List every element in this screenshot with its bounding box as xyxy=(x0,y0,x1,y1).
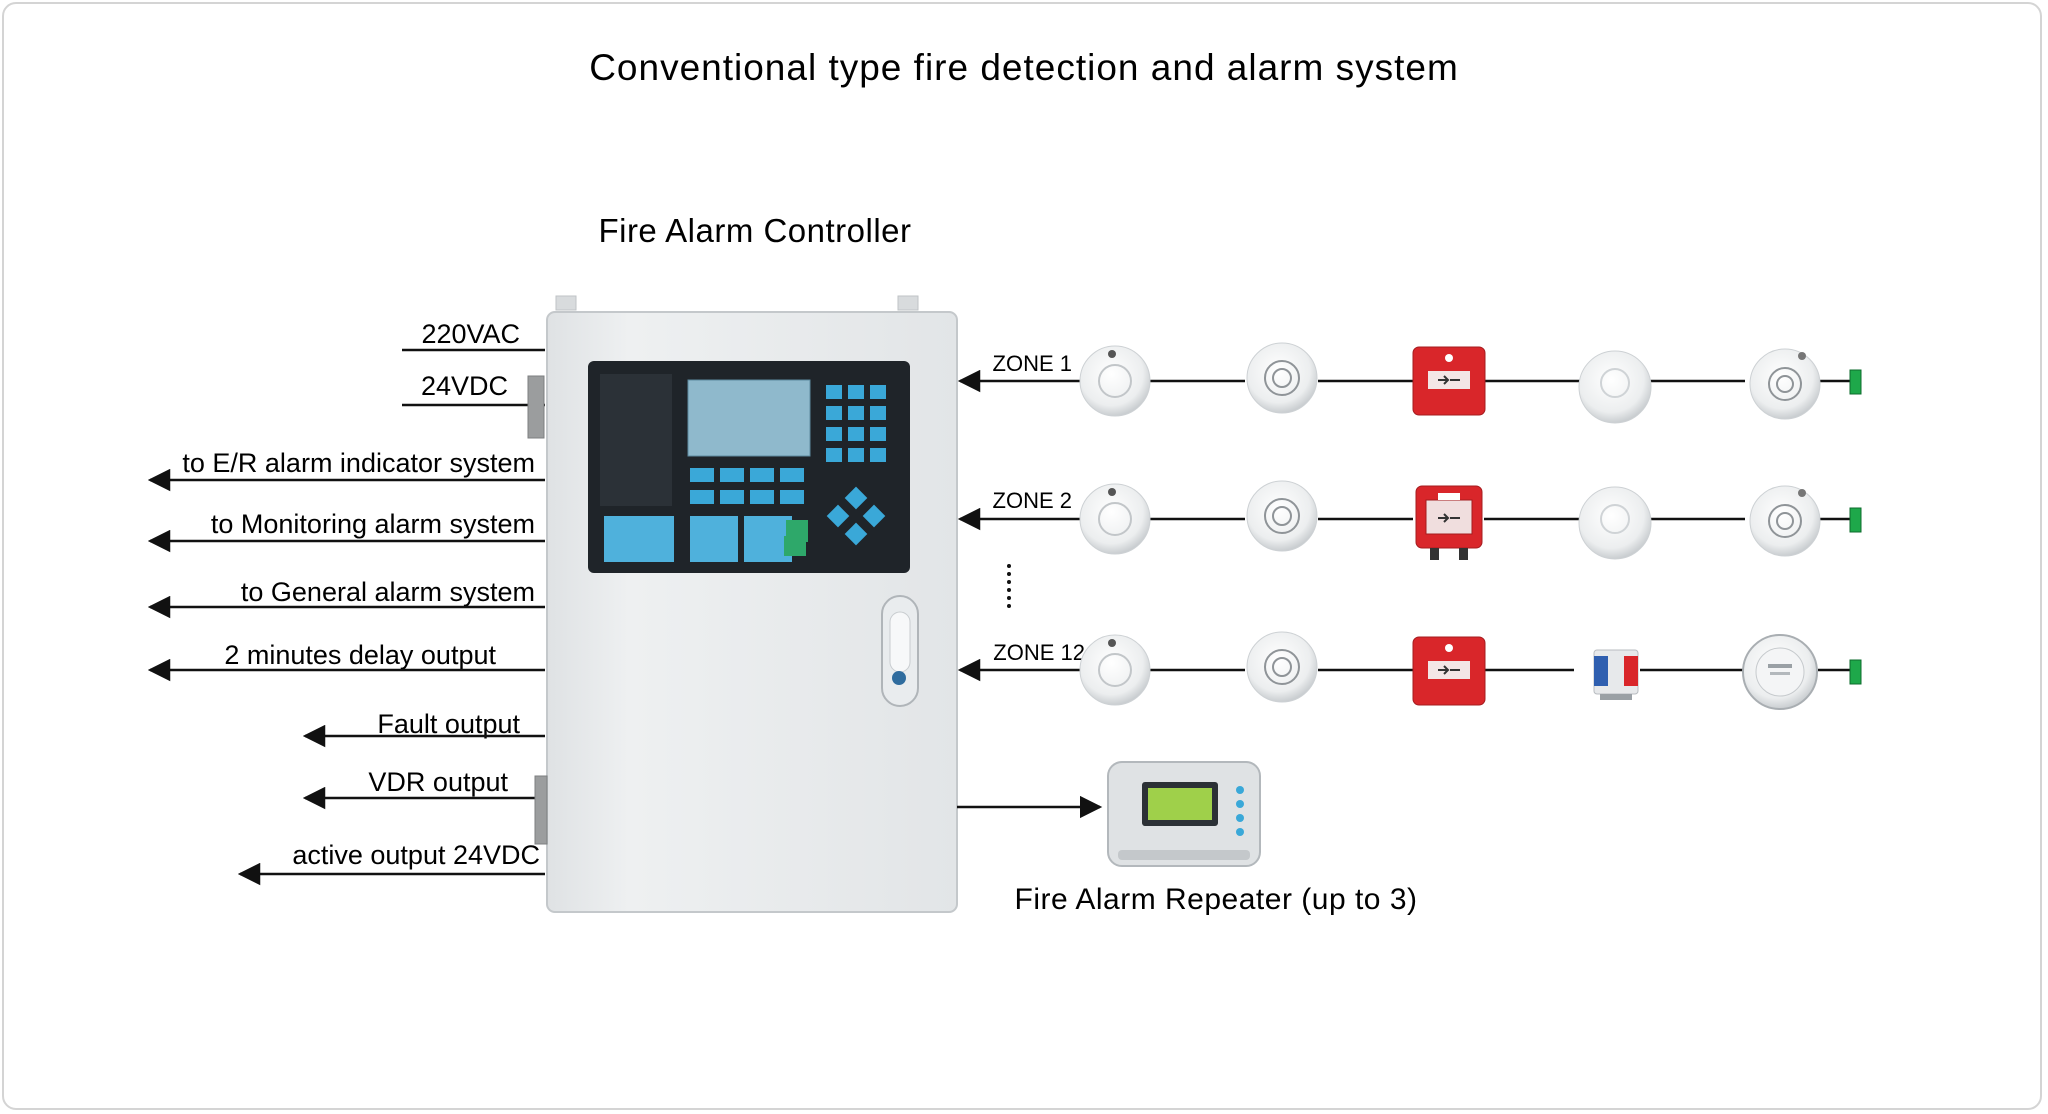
smoke-detector-icon xyxy=(1578,486,1652,560)
end-of-line-resistor-icon xyxy=(1849,369,1862,395)
smoke-detector-icon xyxy=(1079,483,1151,555)
diagram-title: Conventional type fire detection and ala… xyxy=(589,47,1459,88)
end-of-line-resistor-icon xyxy=(1849,659,1862,685)
zone-label: ZONE 1 xyxy=(993,351,1072,376)
repeater-label: Fire Alarm Repeater (up to 3) xyxy=(1015,883,1418,916)
heat-detector-icon xyxy=(1749,485,1821,557)
input-lines: 220VAC 24VDC xyxy=(402,319,545,407)
zone-indicator-column xyxy=(600,374,672,506)
output-label-er-alarm: to E/R alarm indicator system xyxy=(182,448,535,478)
heat-detector-icon xyxy=(1246,480,1318,552)
zone-label: ZONE 12 xyxy=(993,640,1085,665)
controller-keypad xyxy=(826,385,886,462)
output-label-fault: Fault output xyxy=(377,709,520,739)
zone-1: ZONE 1 xyxy=(957,342,1862,424)
input-label-220vac: 220VAC xyxy=(421,319,520,349)
terminal-block-lower xyxy=(534,775,548,845)
fire-alarm-repeater xyxy=(957,761,1261,867)
repeater-lcd-screen xyxy=(1148,788,1212,820)
end-of-line-resistor-icon xyxy=(1849,507,1862,533)
output-label-monitoring: to Monitoring alarm system xyxy=(211,509,535,539)
output-label-delay: 2 minutes delay output xyxy=(224,640,496,670)
output-label-vdr: VDR output xyxy=(368,767,508,797)
flame-detector-icon xyxy=(1742,634,1818,710)
smoke-detector-icon xyxy=(1079,345,1151,417)
output-lines: to E/R alarm indicator system to Monitor… xyxy=(147,448,545,886)
input-label-24vdc: 24VDC xyxy=(421,371,508,401)
zone-label: ZONE 2 xyxy=(993,488,1072,513)
cabinet-bracket-top-right xyxy=(897,295,919,311)
controller-large-buttons xyxy=(604,516,808,562)
heat-detector-icon xyxy=(1246,631,1318,703)
output-label-active-24vdc: active output 24VDC xyxy=(292,840,540,870)
output-label-general: to General alarm system xyxy=(241,577,535,607)
manual-call-point-icon xyxy=(1412,346,1486,416)
terminal-block-upper xyxy=(527,375,545,439)
zone-ellipsis xyxy=(1007,564,1011,608)
din-rail-module-icon xyxy=(1593,649,1639,700)
repeater-buttons xyxy=(1236,786,1244,836)
zone-2: ZONE 2 xyxy=(957,480,1862,560)
controller-lcd-screen xyxy=(687,379,811,457)
heat-detector-icon xyxy=(1246,342,1318,414)
manual-call-point-icon xyxy=(1412,636,1486,706)
zone-12: ZONE 12 xyxy=(957,631,1862,710)
smoke-detector-icon xyxy=(1079,634,1151,706)
cabinet-lock-icon xyxy=(892,671,906,685)
smoke-detector-icon xyxy=(1578,350,1652,424)
controller-dpad xyxy=(784,486,886,556)
cabinet-bracket-top-left xyxy=(555,295,577,311)
controller-label: Fire Alarm Controller xyxy=(598,212,911,249)
fire-manual-call-point-icon xyxy=(1415,485,1483,560)
fire-alarm-controller xyxy=(527,295,958,913)
controller-function-keys xyxy=(690,468,804,504)
heat-detector-icon xyxy=(1749,348,1821,420)
